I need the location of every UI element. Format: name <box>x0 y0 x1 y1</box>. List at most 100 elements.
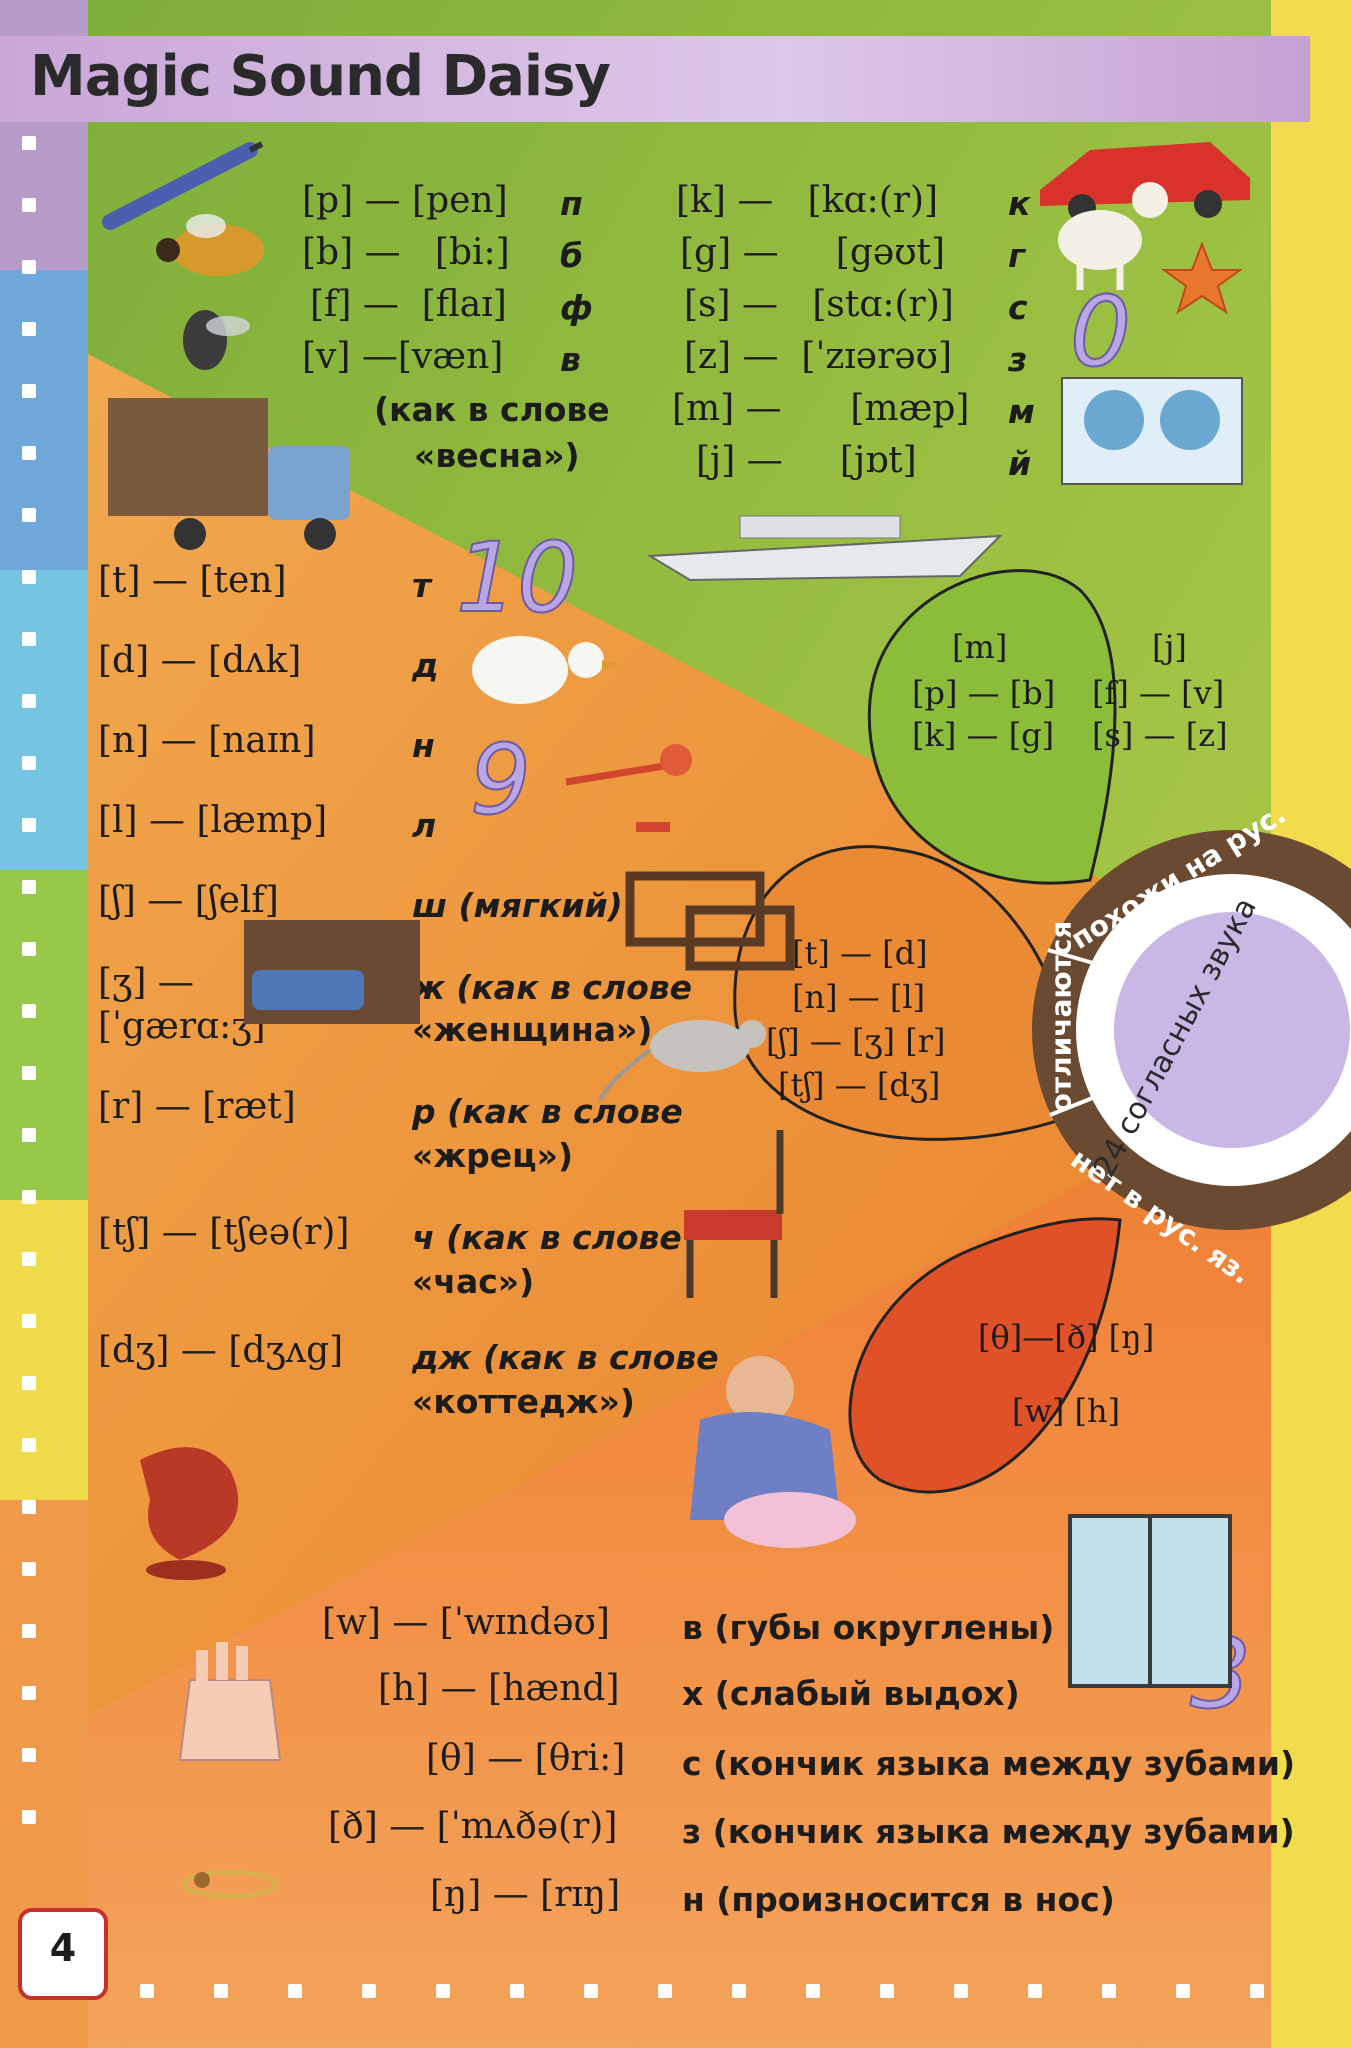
similar-left-row-4-ru: в <box>560 340 581 379</box>
petal-number-10: 10 <box>455 521 579 635</box>
similar-right-row-6-ru: й <box>1008 444 1032 483</box>
different-row-5-ru: ш (мягкий) <box>412 886 623 925</box>
similar-left-row-1-ru: п <box>560 184 583 223</box>
perforation-square <box>1028 1984 1042 1998</box>
perforation-square <box>22 942 36 956</box>
perforation-square <box>22 1438 36 1452</box>
different-row-6-ru2: «женщина») <box>412 1010 653 1049</box>
similar-right-row-1-ipa: [k] — [kɑ:(r)] <box>676 180 939 221</box>
similar-note-line-1: (как в слове <box>374 390 610 429</box>
similar-right-row-5-ru: м <box>1008 392 1035 431</box>
petal-different-ch: [tʃ] — [dʒ] <box>778 1066 941 1104</box>
different-row-4-ru: л <box>412 806 437 845</box>
different-row-3-ru: н <box>412 726 435 765</box>
absent-row-4-ipa: [ð] — [ˈmʌðə(r)] <box>328 1806 618 1847</box>
petal-different-td: [t] — [d] <box>792 934 928 972</box>
perforation-square <box>1102 1984 1116 1998</box>
perforation-square <box>880 1984 894 1998</box>
perforation-square <box>22 1810 36 1824</box>
different-row-7-ru2: «жрец») <box>412 1136 574 1175</box>
different-row-4-ipa: [l] — [læmp] <box>98 800 328 841</box>
perforation-square <box>22 322 36 336</box>
perforation-square <box>22 1500 36 1514</box>
absent-row-2-ru: х (слабый выдох) <box>682 1674 1020 1713</box>
binding-strip-green <box>0 870 88 1200</box>
different-row-7-ipa: [r] — [ræt] <box>98 1086 296 1127</box>
perforation-square <box>732 1984 746 1998</box>
similar-right-row-3-ru: с <box>1008 288 1028 327</box>
petal-different-nl: [n] — [l] <box>792 978 926 1016</box>
petal-absent-wh: [w] [h] <box>1012 1392 1121 1430</box>
different-row-5-ipa: [ʃ] — [ʃelf] <box>98 880 279 921</box>
duck-icon <box>472 636 620 704</box>
title-band <box>0 36 1310 122</box>
petal-similar-m: [m] <box>952 628 1008 666</box>
perforation-square <box>22 508 36 522</box>
perforation-square <box>806 1984 820 1998</box>
petal-number-0: 0 <box>1069 275 1132 389</box>
similar-right-row-4-ipa: [z] — [ˈzɪərəʊ] <box>684 336 952 377</box>
petal-similar-kg: [k] — [g] <box>912 716 1055 754</box>
perforation-square <box>22 1066 36 1080</box>
absent-row-1-ru: в (губы округлены) <box>682 1608 1055 1647</box>
perforation-square <box>22 1128 36 1142</box>
perforation-square <box>22 384 36 398</box>
yacht-icon <box>646 515 1003 582</box>
perforation-square <box>22 880 36 894</box>
petal-number-9: 9 <box>469 723 532 837</box>
bee-icon <box>156 214 264 276</box>
petal-absent-th: [θ]—[ð] [ŋ] <box>978 1318 1155 1356</box>
different-row-9-ru: дж (как в слове <box>412 1338 719 1377</box>
perforation-square <box>510 1984 524 1998</box>
different-row-9-ipa: [dʒ] — [dʒʌg] <box>98 1330 344 1371</box>
similar-left-row-4-ipa: [v] —[væn] <box>302 336 504 377</box>
pen-icon <box>102 141 264 230</box>
perforation-square <box>22 632 36 646</box>
perforation-square <box>22 756 36 770</box>
petal-similar-fv: [f] — [v] <box>1092 674 1225 712</box>
perforation-square <box>436 1984 450 1998</box>
jug-icon <box>140 1447 239 1580</box>
perforation-square <box>22 1624 36 1638</box>
perforation-square <box>22 1376 36 1390</box>
perforation-square <box>22 694 36 708</box>
garage-icon <box>244 920 420 1024</box>
different-row-1-ipa: [t] — [ten] <box>98 560 287 601</box>
similar-note-line-2: «весна») <box>414 436 580 475</box>
absent-row-5-ru: н (произносится в нос) <box>682 1880 1115 1919</box>
similar-right-row-5-ipa: [m] — [mæp] <box>672 388 970 429</box>
fly-icon <box>183 310 250 370</box>
absent-row-3-ru: с (кончик языка между зубами) <box>682 1744 1296 1783</box>
different-row-8-ru: ч (как в слове <box>412 1218 682 1257</box>
perforation-square <box>22 1314 36 1328</box>
different-row-3-ipa: [n] — [naɪn] <box>98 720 316 761</box>
petal-similar-pb: [p] — [b] <box>912 674 1056 712</box>
perforation-square <box>22 1252 36 1266</box>
absent-row-3-ipa: [θ] — [θri:] <box>426 1738 626 1779</box>
petal-different-sh: [ʃ] — [ʒ] [r] <box>766 1022 946 1060</box>
similar-right-row-3-ipa: [s] — [stɑ:(r)] <box>684 284 954 325</box>
shelf-icon <box>625 871 795 971</box>
mother-icon <box>690 1356 856 1548</box>
absent-row-2-ipa: [h] — [hænd] <box>378 1668 620 1709</box>
perforation-square <box>22 136 36 150</box>
absent-row-5-ipa: [ŋ] — [rɪŋ] <box>430 1874 621 1915</box>
page-number: 4 <box>49 1926 77 1970</box>
page-number-box <box>18 1908 108 2000</box>
perforation-square <box>22 1004 36 1018</box>
perforation-square <box>1250 1984 1264 1998</box>
hand-icon <box>178 1642 282 1761</box>
different-row-6-ipa: [ʒ] — <box>98 962 194 1003</box>
perforation-square <box>22 818 36 832</box>
perforation-square <box>214 1984 228 1998</box>
similar-right-row-2-ru: г <box>1008 236 1026 275</box>
different-row-2-ru: д <box>412 646 439 685</box>
perforation-square <box>658 1984 672 1998</box>
different-row-7-ru: р (как в слове <box>412 1092 683 1131</box>
chair-icon <box>684 1130 784 1298</box>
star-icon <box>1160 241 1244 315</box>
similar-right-row-1-ru: к <box>1008 184 1031 223</box>
lamp-icon <box>565 744 692 832</box>
binding-strip-blue <box>0 270 88 570</box>
